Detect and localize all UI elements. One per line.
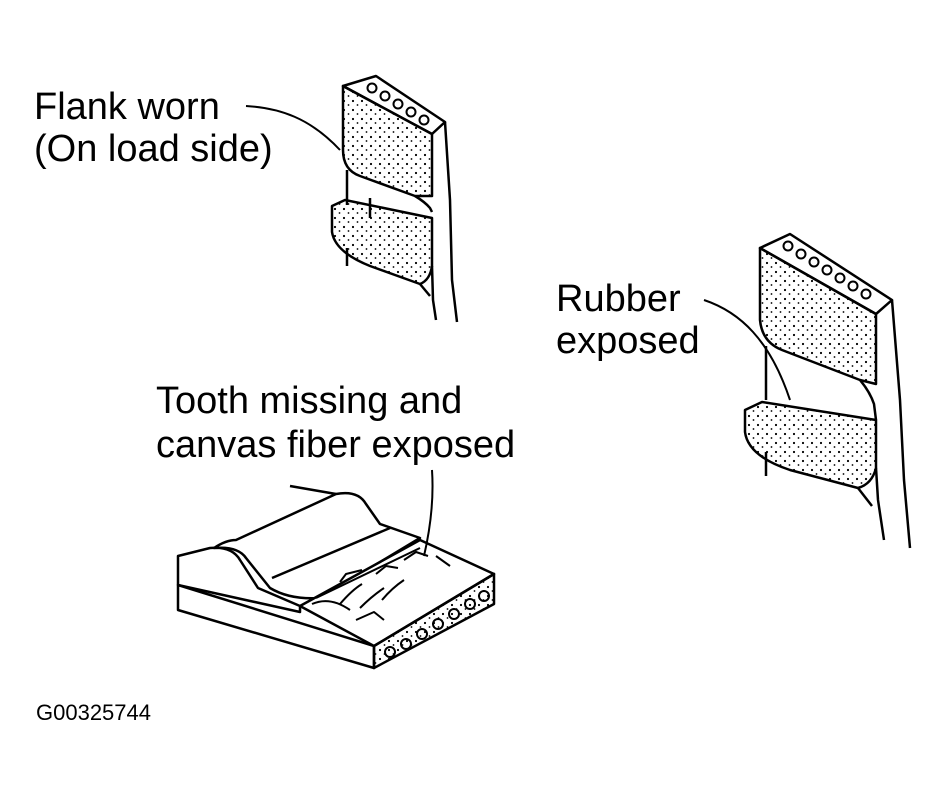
rubber-leader-line <box>703 299 791 401</box>
tooth-leader-line <box>423 469 434 557</box>
rubber-exposed-label: Rubber <box>556 278 681 320</box>
flank-leader-line <box>245 105 341 151</box>
figure-code: G00325744 <box>36 700 151 725</box>
flank-worn-sublabel: (On load side) <box>34 128 273 170</box>
tooth-missing-label-line2: canvas fiber exposed <box>156 424 516 466</box>
rubber-exposed-label-line2: exposed <box>556 320 700 362</box>
belt-rubber-exposed <box>743 232 912 549</box>
belt-flank-worn <box>330 74 459 323</box>
belt-tooth-missing <box>176 484 496 670</box>
tooth-missing-label: Tooth missing and <box>156 380 463 422</box>
flank-worn-label: Flank worn <box>34 86 220 128</box>
